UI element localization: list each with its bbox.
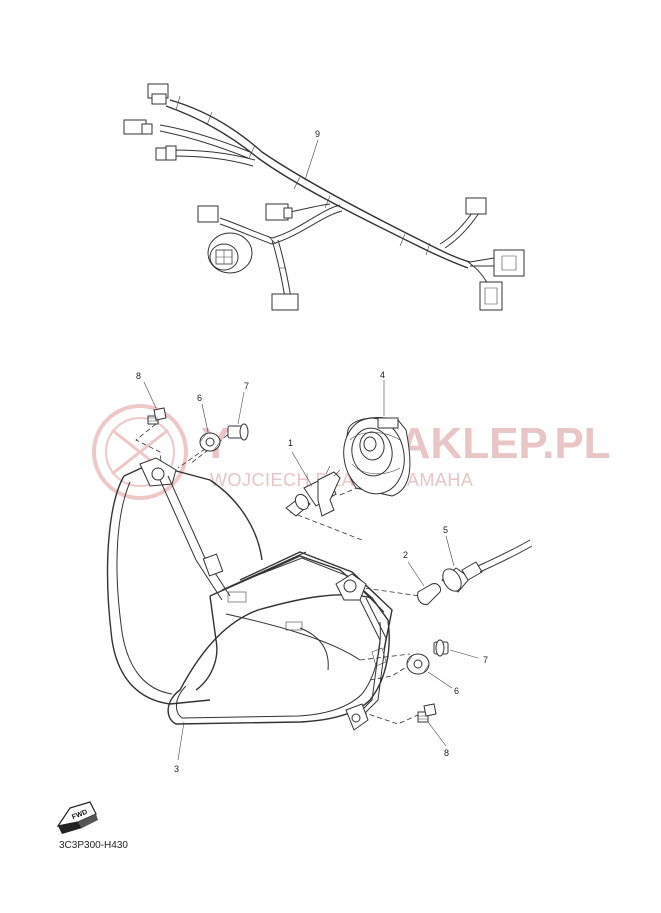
harness-round-connector [207, 232, 253, 274]
callout-6-bottom: 6 [454, 686, 459, 696]
callout-2: 2 [403, 550, 408, 560]
harness-connector [479, 281, 503, 311]
grommet-top [199, 403, 221, 452]
fwd-arrow-icon: FWD [56, 801, 98, 834]
harness-connector [147, 83, 169, 105]
position-bulb [407, 561, 441, 605]
callout-6-top: 6 [197, 393, 202, 403]
harness-connector [197, 205, 219, 223]
socket-cover [343, 380, 411, 497]
headlight-assembly [106, 457, 393, 761]
socket-cord [441, 535, 533, 593]
collar-top [227, 391, 249, 441]
harness-connector [265, 203, 293, 221]
callout-8-top: 8 [136, 371, 141, 381]
callout-8-bottom: 8 [444, 748, 449, 758]
callout-7-top: 7 [244, 381, 249, 391]
harness-connector [271, 293, 299, 311]
callout-9: 9 [315, 129, 320, 139]
wire-harness [123, 83, 525, 311]
headlight-bulb [285, 451, 341, 517]
screw-top [143, 381, 167, 425]
harness-connector [155, 145, 177, 161]
callout-5: 5 [443, 525, 448, 535]
grommet-bottom [406, 653, 453, 689]
callout-7-bottom: 7 [483, 655, 488, 665]
watermark-logo-circle [92, 404, 188, 500]
callout-1: 1 [288, 438, 293, 448]
callout-4: 4 [380, 370, 385, 380]
harness-connector [123, 119, 153, 135]
harness-connector [465, 197, 487, 215]
collar-bottom [433, 639, 479, 659]
leader-line [304, 139, 319, 181]
screw-bottom [417, 703, 447, 747]
callout-3: 3 [174, 764, 179, 774]
diagram-code: 3C3P300-H430 [59, 840, 128, 851]
watermark-tagline: WOJCIECH DEALER YAMAHA [210, 470, 473, 490]
harness-connector [493, 249, 525, 277]
